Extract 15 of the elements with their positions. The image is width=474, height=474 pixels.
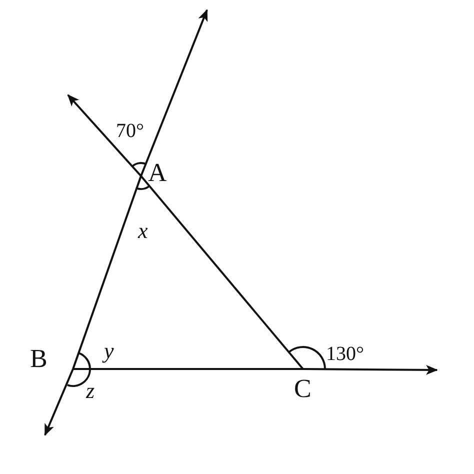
- arrow: [44, 368, 74, 436]
- angle-label: z: [86, 380, 95, 402]
- arrow: [67, 94, 142, 177]
- vertex-label: C: [294, 376, 312, 402]
- line-segment: [72, 176, 142, 370]
- vertex-label: B: [30, 346, 48, 372]
- line-segment: [73, 368, 303, 370]
- angle-label: y: [104, 340, 114, 362]
- line-segment: [140, 175, 304, 370]
- arrow: [303, 364, 438, 375]
- angle-label: x: [138, 220, 148, 242]
- angle-label: 130°: [326, 344, 364, 364]
- vertex-label: A: [148, 160, 167, 186]
- arrow: [140, 9, 208, 176]
- angle-label: 70°: [116, 121, 144, 141]
